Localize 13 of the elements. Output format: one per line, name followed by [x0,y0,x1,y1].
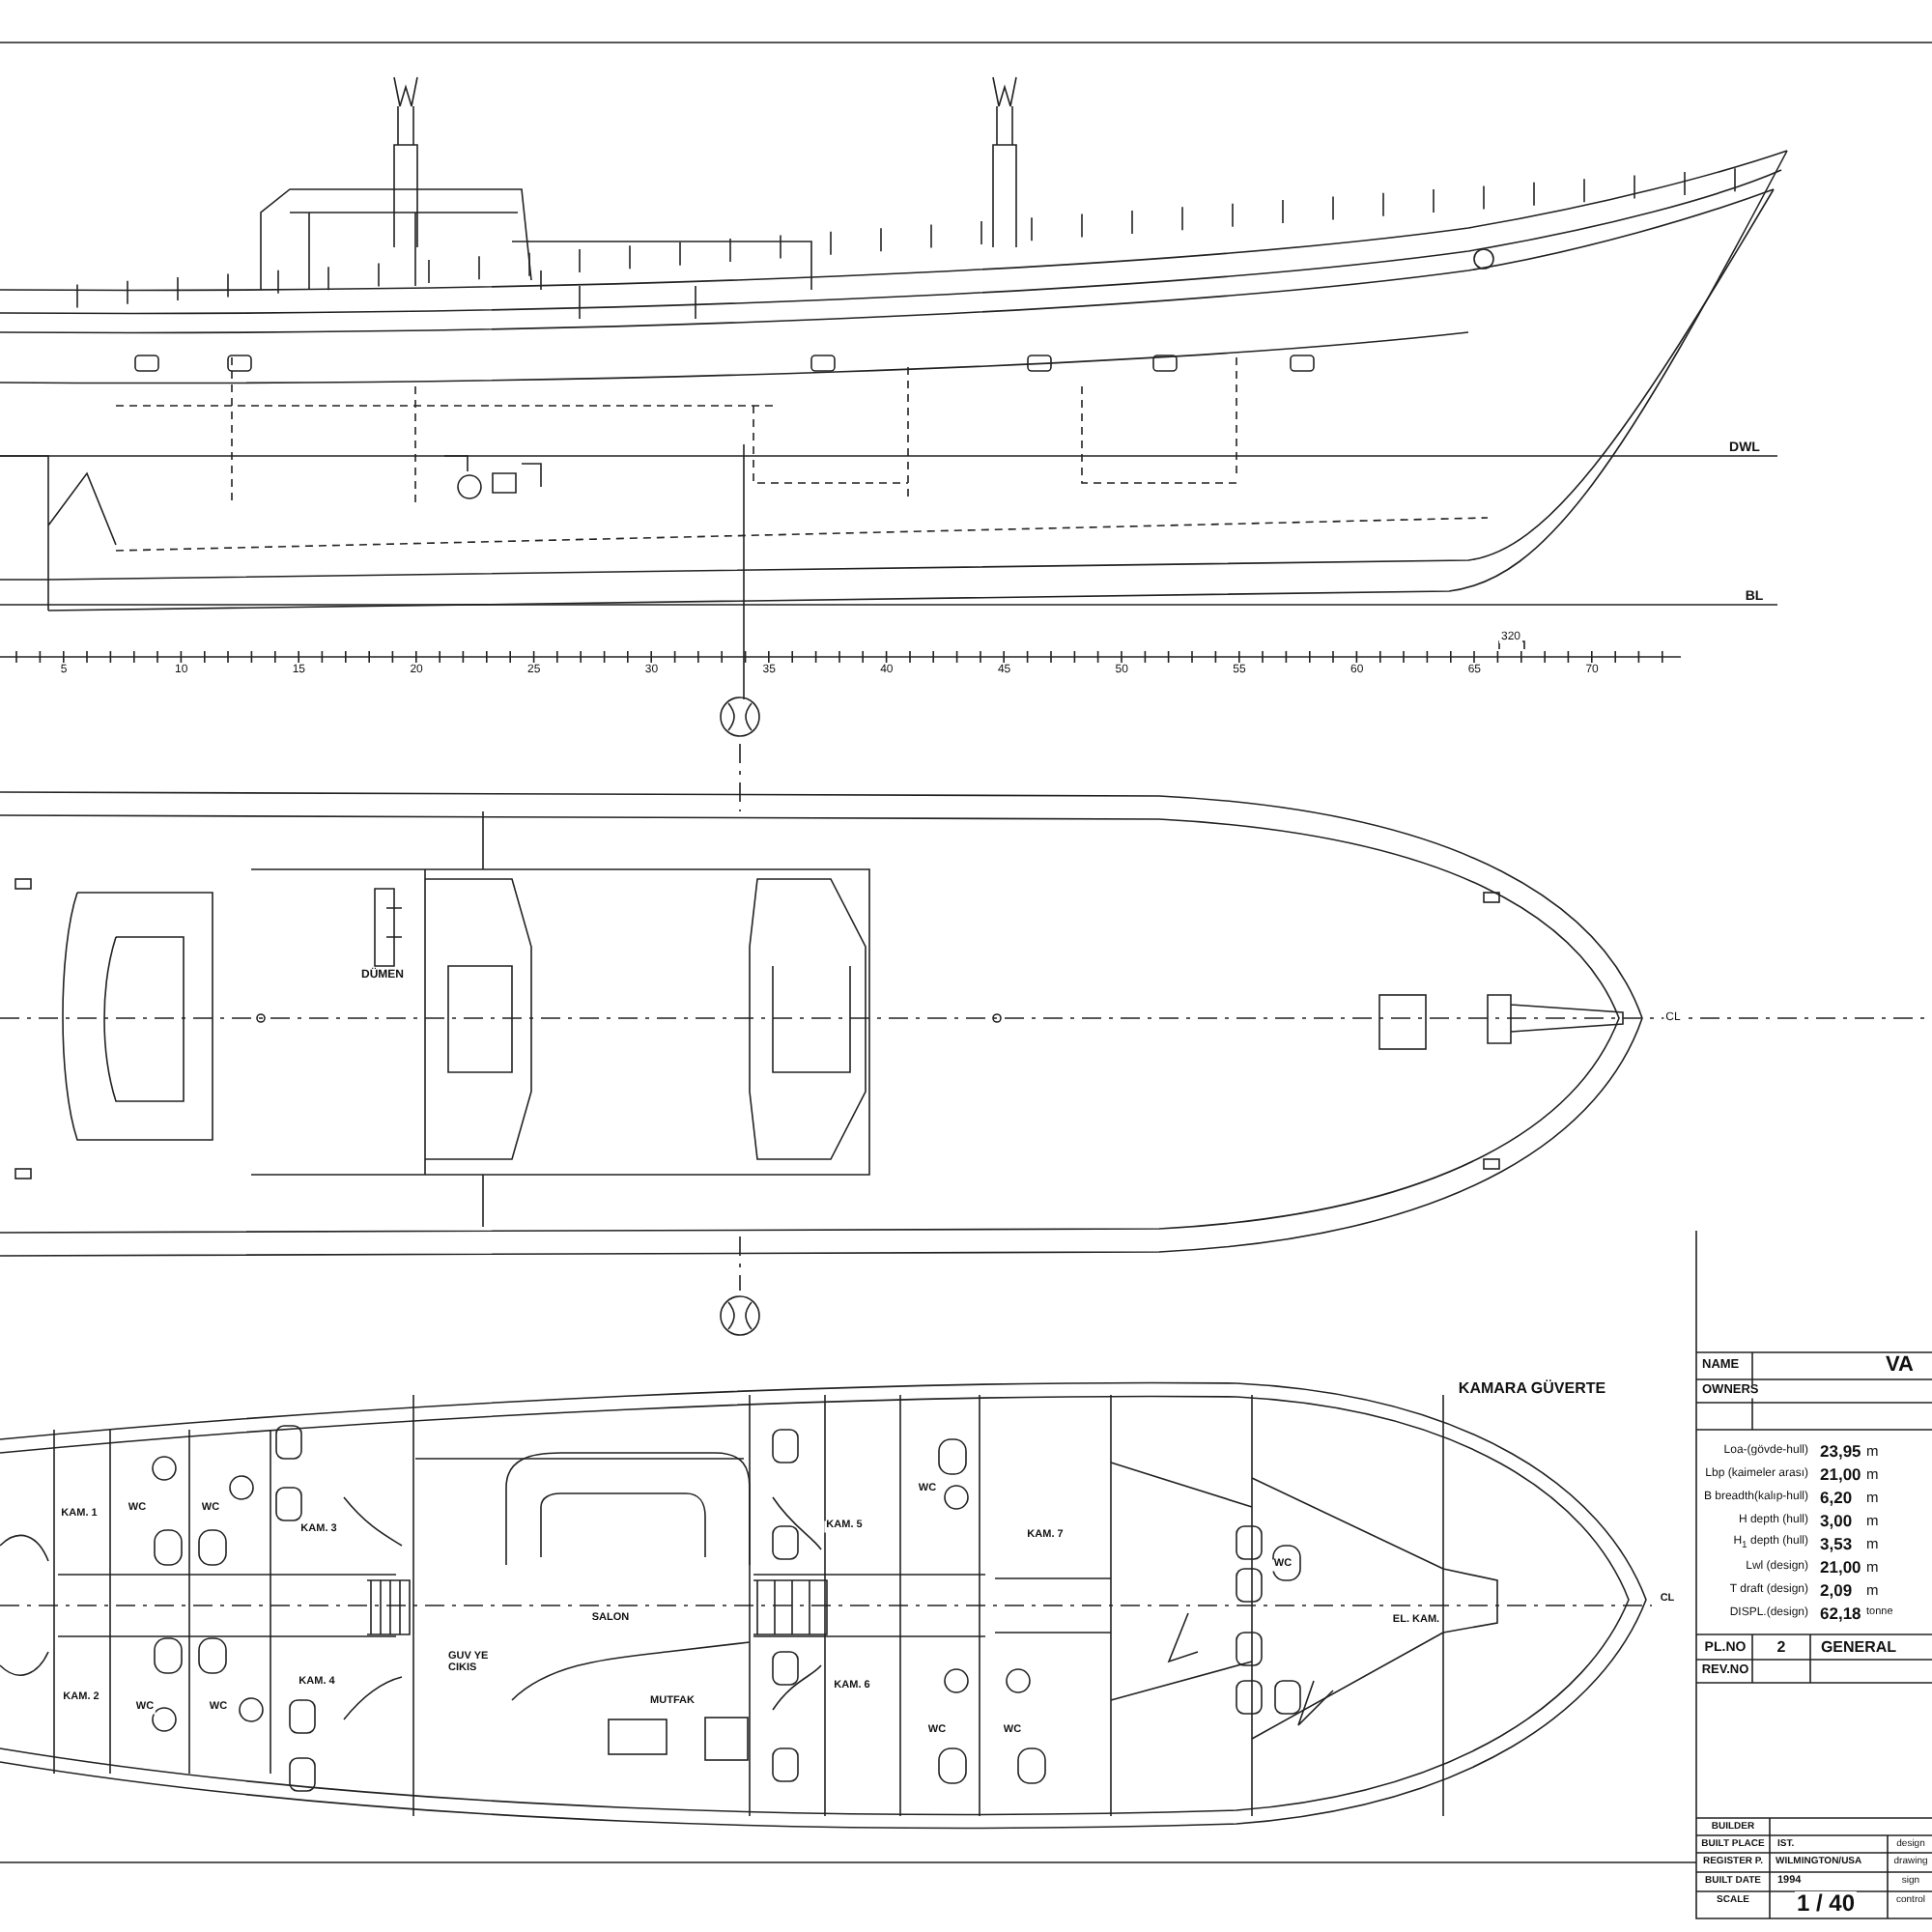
spec-value: 3,00 [1818,1512,1855,1529]
spec-value: 3,53 [1818,1535,1855,1552]
spec-value: 62,18 [1818,1605,1863,1622]
table-value: 2 [1775,1640,1788,1656]
scale-value: 1 / 40 [1794,1891,1858,1915]
table-value: GENERAL [1818,1640,1899,1656]
spec-value: 6,20 [1818,1489,1855,1506]
plan-title: KAMARA GÜVERTE [1456,1381,1608,1397]
spec-value: 2,09 [1818,1581,1855,1599]
spec-value: 23,95 [1818,1442,1863,1460]
spec-value: 21,00 [1818,1558,1863,1576]
table-value: VA [1884,1355,1916,1377]
spec-value: 21,00 [1818,1465,1863,1483]
